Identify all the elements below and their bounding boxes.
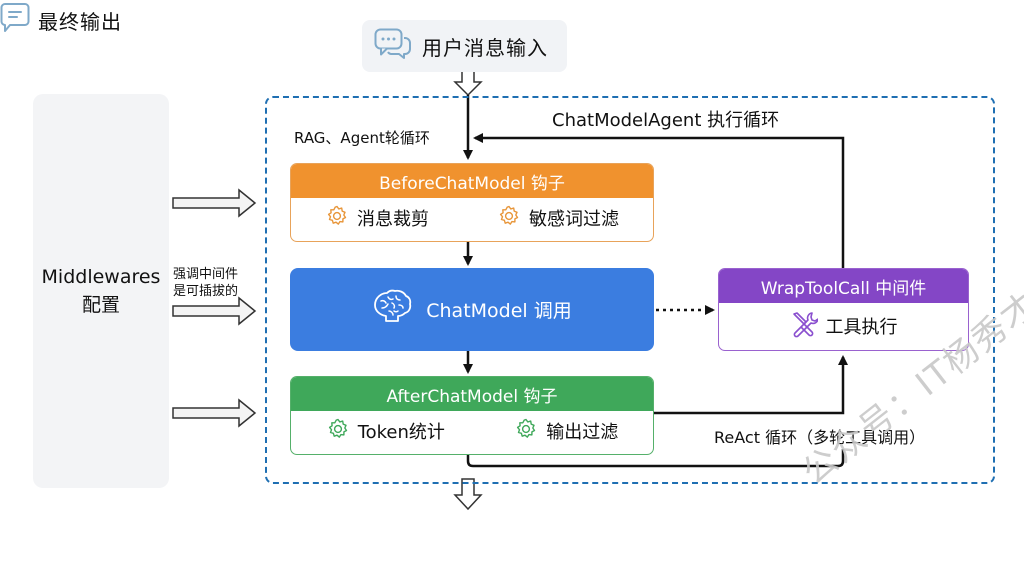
wrap-tool-call-middleware: WrapToolCall 中间件 工具执行 bbox=[718, 268, 969, 351]
output-label: 最终输出 bbox=[38, 9, 122, 34]
hook-item-label: 敏感词过滤 bbox=[529, 209, 619, 230]
agent-loop-line bbox=[473, 133, 845, 268]
hook-item-label: 消息裁剪 bbox=[357, 209, 429, 230]
tools-icon bbox=[790, 310, 819, 343]
gear-icon bbox=[497, 204, 521, 233]
gear-icon bbox=[514, 417, 538, 446]
agent-loop-label: ChatModelAgent 执行循环 bbox=[552, 110, 780, 131]
tool-execution-label: 工具执行 bbox=[825, 317, 898, 338]
message-icon bbox=[0, 2, 30, 38]
pluggable-note: 强调中间件 是可插拔的 bbox=[173, 266, 238, 300]
react-loop-line bbox=[654, 355, 848, 415]
before-hook-title: BeforeChatModel 钩子 bbox=[291, 164, 653, 198]
agent-loop-frame bbox=[265, 96, 995, 484]
input-node: 用户消息输入 bbox=[362, 20, 567, 72]
middlewares-panel: Middlewares 配置 bbox=[33, 94, 169, 488]
gear-icon bbox=[326, 417, 350, 446]
before-chatmodel-hook: BeforeChatModel 钩子 消息裁剪 敏感词过滤 bbox=[290, 163, 654, 242]
middleware-arrow-chatmodel bbox=[172, 296, 257, 326]
hook-item-sensitive-filter: 敏感词过滤 bbox=[497, 204, 619, 233]
middlewares-subtitle: 配置 bbox=[81, 293, 120, 316]
middlewares-title: Middlewares bbox=[41, 265, 161, 288]
after-chatmodel-hook: AfterChatModel 钩子 Token统计 输出过滤 bbox=[290, 376, 654, 455]
output-arrow bbox=[453, 478, 483, 511]
wrap-tool-call-title: WrapToolCall 中间件 bbox=[719, 269, 968, 303]
input-label: 用户消息输入 bbox=[422, 35, 548, 60]
gear-icon bbox=[325, 204, 349, 233]
chat-bubbles-icon bbox=[374, 28, 412, 64]
hook-item-token-stats: Token统计 bbox=[326, 417, 445, 446]
after-hook-title: AfterChatModel 钩子 bbox=[291, 377, 653, 411]
middleware-arrow-after bbox=[172, 398, 257, 428]
pluggable-note-line2: 是可插拔的 bbox=[173, 284, 239, 299]
hook-item-output-filter: 输出过滤 bbox=[514, 417, 618, 446]
tool-execution-item: 工具执行 bbox=[790, 310, 898, 343]
chatmodel-call-node: ChatModel 调用 bbox=[290, 268, 654, 351]
middleware-arrow-before bbox=[172, 188, 257, 218]
bottom-loop-line bbox=[466, 449, 845, 468]
hook-item-label: Token统计 bbox=[357, 422, 445, 443]
pluggable-note-line1: 强调中间件 bbox=[173, 267, 239, 282]
react-loop-label: ReAct 循环（多轮工具调用） bbox=[714, 428, 926, 447]
input-arrow bbox=[453, 69, 483, 97]
output-node: 最终输出 bbox=[0, 0, 1024, 40]
brain-icon bbox=[372, 289, 412, 330]
hook-item-label: 输出过滤 bbox=[546, 422, 619, 443]
chatmodel-label: ChatModel 调用 bbox=[426, 300, 572, 322]
rag-loop-label: RAG、Agent轮循环 bbox=[294, 129, 430, 147]
hook-item-message-trim: 消息裁剪 bbox=[325, 204, 429, 233]
